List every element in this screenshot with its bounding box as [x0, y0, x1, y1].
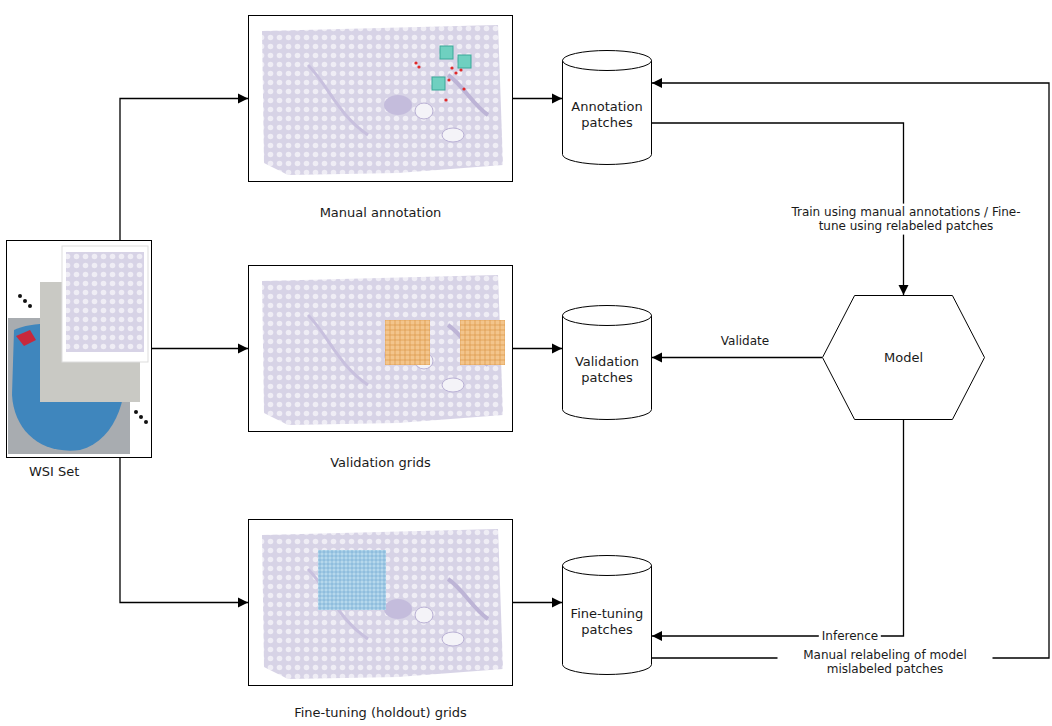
- database-cylinder: Validation patches: [562, 305, 652, 420]
- annotation-dot: [450, 66, 453, 69]
- annotation-square: [440, 46, 453, 59]
- annotation-dot: [414, 61, 417, 64]
- cylinder-body: [563, 315, 652, 420]
- panel-caption: Manual annotation: [320, 205, 442, 221]
- ellipsis-dot: [134, 410, 138, 414]
- cylinder-outline: [562, 555, 652, 675]
- tissue-front: [66, 252, 144, 352]
- flow-arrow: [513, 348, 562, 349]
- cylinder-top: [563, 306, 652, 326]
- slide-front: [62, 246, 148, 362]
- flow-arrow: [652, 83, 1049, 658]
- slide-image: [249, 266, 512, 431]
- annotation-marks: [414, 46, 471, 102]
- edge-label: Inference: [819, 628, 881, 644]
- flow-arrow: [652, 123, 904, 295]
- edge-label-holder: Manual relabeling of model mislabeled pa…: [778, 647, 993, 678]
- cylinder-top: [563, 556, 652, 576]
- database-cylinder: Annotation patches: [562, 50, 652, 165]
- wsi-stack: [8, 246, 148, 454]
- flow-arrow: [152, 348, 248, 349]
- edge-label-holder: Inference: [819, 628, 881, 644]
- panel-caption: WSI Set: [29, 464, 79, 480]
- ellipsis-dot: [139, 415, 143, 419]
- hexagon-shape: [823, 296, 985, 420]
- annotation-dot: [454, 71, 457, 74]
- slide-image: [249, 16, 512, 181]
- validation-grid: [460, 320, 505, 365]
- cylinder-body: [563, 565, 652, 675]
- node-label: Model: [829, 350, 978, 366]
- annotation-square: [458, 55, 471, 68]
- node-label: Fine-tuning patches: [569, 606, 645, 637]
- image-panel: Validation grids: [248, 265, 513, 432]
- tissue-red: [16, 330, 36, 346]
- flow-arrow: [513, 602, 562, 603]
- slide-image: [249, 520, 512, 685]
- ellipsis-dot: [18, 294, 22, 298]
- panel-caption: Validation grids: [330, 455, 431, 471]
- flow-arrow: [652, 420, 904, 636]
- edge-label: Train using manual annotations / Fine-tu…: [779, 204, 1034, 235]
- edge-label-holder: Train using manual annotations / Fine-tu…: [779, 204, 1034, 235]
- annotation-dot: [417, 65, 420, 68]
- validation-grid: [385, 320, 430, 365]
- panel-caption: Fine-tuning (holdout) grids: [294, 705, 467, 721]
- cylinder-top: [563, 51, 652, 71]
- annotation-dot: [462, 87, 465, 90]
- annotation-dot: [459, 68, 462, 71]
- wsi-set-box: WSI Set: [6, 240, 152, 458]
- ellipsis-dot: [23, 299, 27, 303]
- annotation-dot: [447, 78, 450, 81]
- edge-label: Validate: [718, 333, 772, 349]
- image-panel: Manual annotation: [248, 15, 513, 182]
- flow-arrow: [652, 357, 822, 358]
- ellipsis-dot: [28, 304, 32, 308]
- database-cylinder: Fine-tuning patches: [562, 555, 652, 675]
- finetune-grid: [318, 550, 386, 610]
- edge-label-holder: Validate: [718, 333, 772, 349]
- cylinder-outline: [562, 305, 652, 420]
- node-label: Validation patches: [569, 354, 645, 385]
- model-hexagon: Model: [822, 295, 985, 420]
- ellipsis-dot: [144, 420, 148, 424]
- annotation-square: [432, 77, 445, 90]
- edge-label: Manual relabeling of model mislabeled pa…: [778, 647, 993, 678]
- hexagon-outline: [822, 295, 985, 420]
- flow-arrow: [120, 99, 248, 241]
- flow-arrow: [120, 458, 248, 603]
- node-label: Annotation patches: [569, 99, 645, 130]
- cylinder-body: [563, 60, 652, 165]
- flow-arrow: [513, 98, 562, 99]
- annotation-dot: [444, 98, 447, 101]
- image-panel: Fine-tuning (holdout) grids: [248, 519, 513, 686]
- cylinder-outline: [562, 50, 652, 165]
